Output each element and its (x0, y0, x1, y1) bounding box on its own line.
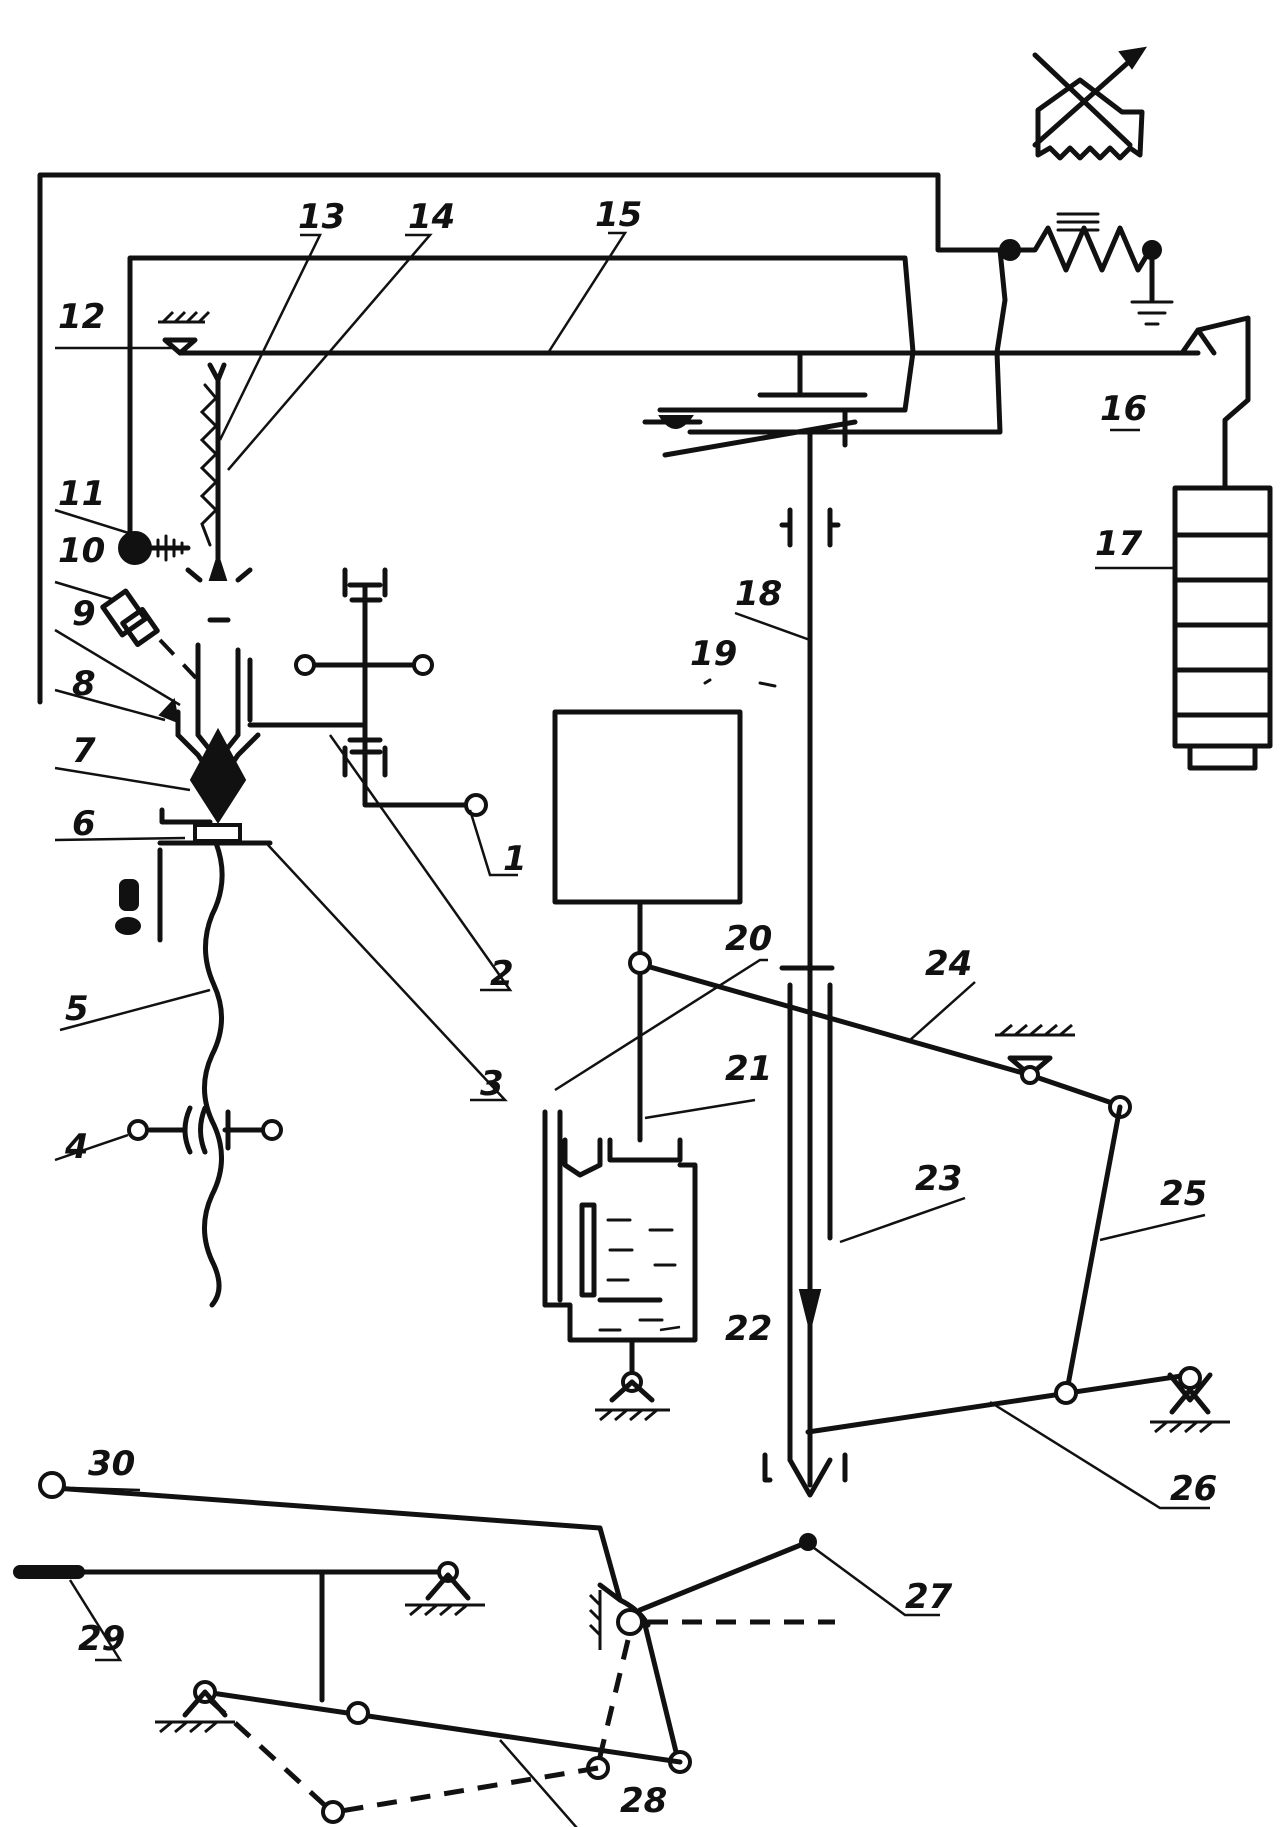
link-30 (52, 1485, 623, 1603)
lever-26 (805, 1372, 1191, 1435)
label-21: 21 (725, 1049, 772, 1089)
contact-icon (658, 415, 694, 429)
label-8: 8 (72, 664, 96, 704)
variable-arrow-icon (1032, 49, 1143, 148)
left-assembly (100, 362, 488, 1308)
label-14: 14 (408, 197, 455, 237)
pin-4-right (261, 1119, 283, 1141)
pivot-support (162, 337, 198, 356)
pivot-pin (1020, 1065, 1040, 1085)
stop-icon (185, 567, 253, 583)
label-15: 15 (595, 195, 642, 235)
label-28: 28 (620, 1781, 667, 1821)
ground-icon (1130, 300, 1174, 326)
label-30: 30 (88, 1444, 135, 1484)
pin-4-left (127, 1119, 149, 1141)
label-6: 6 (72, 804, 96, 844)
box-19 (552, 709, 743, 905)
label-26: 26 (1170, 1469, 1217, 1509)
label-12: 12 (58, 297, 105, 337)
pin-20 (628, 951, 652, 975)
leader-lines (54, 231, 1210, 1827)
arrowhead-icon (1118, 46, 1148, 70)
handle-29 (13, 1565, 85, 1579)
indicator-icon (119, 879, 139, 911)
spring-13 (199, 383, 219, 547)
seat-6 (193, 823, 242, 843)
label-4: 4 (64, 1127, 89, 1167)
resistor-zigzag (1007, 225, 1155, 273)
link-28a (642, 1622, 681, 1763)
label-1: 1 (503, 839, 527, 879)
crank-pivot (616, 1608, 644, 1636)
label-10: 10 (58, 531, 105, 571)
label-24: 24 (925, 944, 972, 984)
label-13: 13 (298, 197, 345, 237)
label-20: 20 (725, 919, 772, 959)
coil-core-icon (1056, 212, 1100, 232)
label-11: 11 (58, 474, 105, 514)
label-18: 18 (735, 574, 782, 614)
pin-28-mid (346, 1701, 370, 1725)
winding-source (1035, 77, 1145, 161)
label-5: 5 (65, 989, 89, 1029)
lever-28 (202, 1689, 683, 1765)
pivot-pin (1178, 1366, 1202, 1390)
pin-30 (38, 1471, 66, 1499)
label-9: 9 (72, 594, 96, 634)
label-2: 2 (490, 954, 514, 994)
rod-assembly (542, 429, 1230, 1498)
part-labels: 1 2 3 4 5 6 7 8 9 10 11 12 13 14 15 16 1… (58, 195, 1217, 1821)
link-25 (1065, 1104, 1123, 1388)
pivot-support (1007, 1055, 1053, 1078)
label-27: 27 (905, 1577, 953, 1617)
fluid-hatch (598, 1218, 677, 1332)
bottom-linkage (13, 1471, 835, 1824)
switch-blade (662, 419, 858, 458)
label-25: 25 (1160, 1174, 1207, 1214)
needle-9 (158, 697, 180, 724)
pin-1 (464, 793, 488, 817)
pin-26 (1054, 1381, 1078, 1405)
weight-17 (1172, 485, 1273, 771)
label-22: 22 (725, 1309, 772, 1349)
main-lever (158, 310, 1251, 491)
label-19: 19 (690, 634, 737, 674)
label-29: 29 (78, 1619, 125, 1659)
weight-stack (1172, 485, 1273, 749)
lamp-11-icon (118, 531, 152, 565)
damper-vane (579, 1202, 597, 1298)
label-16: 16 (1100, 389, 1147, 429)
electrical-circuit (37, 46, 1174, 705)
link-to-weight (1195, 315, 1251, 491)
pin-right (412, 654, 434, 676)
arrow-up-icon (208, 551, 228, 581)
pin-dashed-bottom (321, 1800, 345, 1824)
pin-left (294, 654, 316, 676)
pivot-support (1179, 327, 1217, 356)
valve-7 (189, 727, 247, 824)
label-7: 7 (72, 731, 96, 771)
label-3: 3 (480, 1064, 504, 1104)
flexible-shaft-5 (201, 840, 225, 1308)
label-17: 17 (1095, 524, 1143, 564)
label-23: 23 (915, 1159, 962, 1199)
